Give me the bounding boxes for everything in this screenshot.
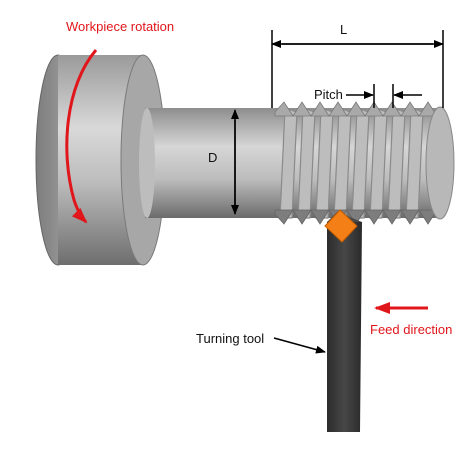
pitch-label: Pitch <box>314 87 343 102</box>
thread-end-face <box>425 106 455 220</box>
threaded-section <box>274 101 455 225</box>
diameter-label: D <box>208 150 217 165</box>
thread-top-profile <box>274 101 438 117</box>
turning-tool-annotation: Turning tool <box>196 331 326 354</box>
pitch-dimension: Pitch <box>314 84 422 108</box>
rotation-annotation: Workpiece rotation <box>65 19 174 224</box>
workpiece-rotation-label: Workpiece rotation <box>66 19 174 34</box>
thread-crests <box>279 107 424 219</box>
feed-direction-annotation: Feed direction <box>370 302 452 337</box>
turning-tool-label: Turning tool <box>196 331 264 346</box>
length-label: L <box>340 22 347 37</box>
tool-insert <box>324 209 358 243</box>
length-dimension: L <box>271 22 444 108</box>
feed-direction-label: Feed direction <box>370 322 452 337</box>
diameter-dimension: D <box>208 109 239 215</box>
thread-bottom-profile <box>274 209 438 225</box>
turning-tool <box>324 209 362 432</box>
workpiece-shaft <box>139 108 300 218</box>
